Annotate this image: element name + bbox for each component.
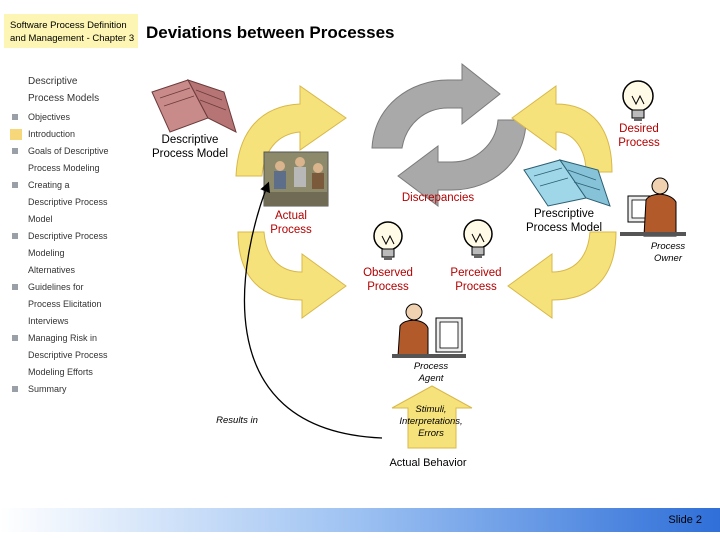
actual-process-photo — [263, 151, 329, 207]
right-bottom-arrow-icon — [507, 231, 617, 319]
sidebar-item-label: Summary — [28, 384, 67, 394]
perceived-process-bulb-icon — [463, 219, 493, 258]
discrepancy-cycle-icon — [371, 62, 527, 207]
sidebar-item-label: Introduction — [28, 129, 76, 139]
left-bottom-arrow-icon — [237, 231, 347, 319]
process-agent-person-icon — [392, 303, 466, 358]
desired-process-label: Desired Process — [618, 123, 660, 149]
right-top-arrow-icon — [511, 85, 613, 173]
sidebar-item-label: Creating a Descriptive Process Model — [28, 180, 108, 224]
sidebar-section-title[interactable]: Descriptive Process Models — [28, 76, 100, 104]
chapter-header-box — [4, 14, 138, 48]
sidebar-item-managing-risk[interactable]: Managing Risk in Descriptive Process Mod… — [12, 330, 137, 381]
results-in-arrow — [243, 181, 383, 439]
bullet-icon — [12, 148, 18, 154]
process-agent-label: Process Agent — [413, 361, 449, 384]
results-in-label: Results in — [216, 415, 258, 426]
sidebar-item-label: Goals of Descriptive Process Modeling — [28, 146, 109, 173]
bullet-icon — [12, 335, 18, 341]
discrepancies-label: Discrepancies — [401, 192, 475, 204]
perceived-process-label: Perceived Process — [450, 267, 502, 293]
sidebar-item-creating-model[interactable]: Creating a Descriptive Process Model — [12, 177, 137, 228]
current-bullet-icon — [10, 129, 22, 140]
actual-behavior-label: Actual Behavior — [389, 457, 467, 469]
prescriptive-model-label: Prescriptive Process Model — [525, 208, 603, 234]
descriptive-model-book-icon — [151, 79, 237, 133]
sidebar-item-summary[interactable]: Summary — [12, 381, 137, 398]
sidebar-nav: Objectives Introduction Goals of Descrip… — [10, 109, 137, 398]
sidebar-item-label: Managing Risk in Descriptive Process Mod… — [28, 333, 108, 377]
observed-process-label: Observed Process — [363, 267, 413, 293]
sidebar-item-label: Objectives — [28, 112, 71, 122]
desired-process-bulb-icon — [622, 80, 654, 121]
bullet-icon — [12, 182, 18, 188]
prescriptive-model-book-icon — [523, 159, 611, 207]
sidebar-item-label: Guidelines for Process Elicitation Inter… — [28, 282, 102, 326]
footer-bar — [0, 508, 720, 532]
process-owner-person-icon — [620, 177, 686, 237]
sidebar-item-alternatives[interactable]: Descriptive Process Modeling Alternative… — [12, 228, 137, 279]
page-title: Deviations between Processes — [146, 23, 395, 42]
chapter-line-2: and Management - Chapter 3 — [10, 33, 135, 44]
sidebar-item-guidelines[interactable]: Guidelines for Process Elicitation Inter… — [12, 279, 137, 330]
chapter-title: Software Process Definition and Managemen… — [10, 19, 140, 45]
sidebar-item-introduction[interactable]: Introduction — [10, 126, 137, 143]
actual-process-label: Actual Process — [270, 210, 312, 236]
bullet-icon — [12, 233, 18, 239]
upward-yellow-arrow-icon — [391, 385, 473, 449]
observed-process-bulb-icon — [373, 221, 403, 260]
process-owner-label: Process Owner — [650, 241, 686, 264]
sidebar-item-goals[interactable]: Goals of Descriptive Process Modeling — [12, 143, 137, 177]
bullet-icon — [12, 114, 18, 120]
descriptive-model-label: Descriptive Process Model — [151, 134, 229, 160]
bullet-icon — [12, 284, 18, 290]
bullet-icon — [12, 386, 18, 392]
stimuli-label: Stimuli, Interpretations, Errors — [399, 404, 463, 439]
chapter-line-1: Software Process Definition — [10, 20, 127, 31]
slide-number: Slide 2 — [668, 514, 702, 526]
sidebar-item-objectives[interactable]: Objectives — [12, 109, 137, 126]
sidebar-item-label: Descriptive Process Modeling Alternative… — [28, 231, 108, 275]
